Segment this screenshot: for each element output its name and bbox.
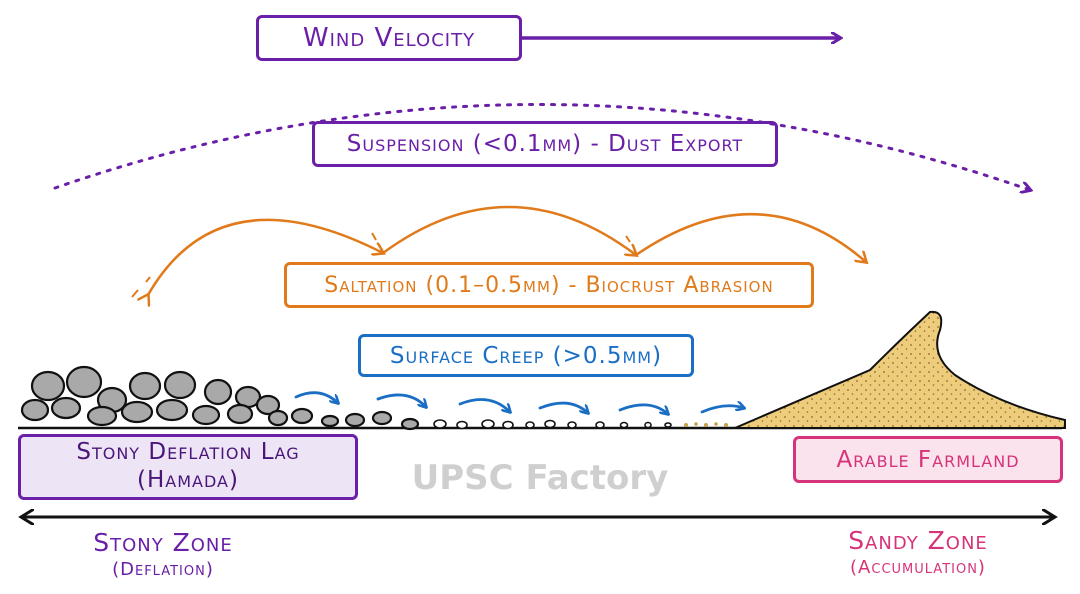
- sandy-zone-label: Sandy Zone (Accumulation): [808, 526, 1028, 578]
- suspension-arc: [53, 103, 1030, 190]
- stony-zone-label: Stony Zone (Deflation): [58, 528, 268, 580]
- wind-velocity-text: Wind Velocity: [302, 23, 476, 53]
- stony-zone-title: Stony Zone: [93, 528, 233, 557]
- rock-pile: [20, 365, 420, 431]
- saltation-hops: [148, 205, 866, 295]
- arable-farmland-label: Arable Farmland: [793, 436, 1063, 483]
- sandy-zone-subtitle: (Accumulation): [850, 557, 986, 578]
- stony-zone-subtitle: (Deflation): [112, 559, 214, 580]
- stony-lag-line1: Stony Deflation Lag: [76, 439, 300, 466]
- wind-velocity-label: Wind Velocity: [256, 15, 522, 61]
- sand-dune: [734, 310, 1066, 429]
- saltation-text: Saltation (0.1–0.5mm) - Biocrust Abrasio…: [324, 272, 774, 298]
- sandy-zone-title: Sandy Zone: [848, 526, 988, 555]
- suspension-label: Suspension (<0.1mm) - Dust Export: [312, 121, 778, 167]
- surface-creep-arrows: [294, 391, 744, 414]
- surface-creep-label: Surface Creep (>0.5mm): [358, 334, 694, 377]
- small-pebbles: [433, 419, 672, 430]
- fine-sand-grains: [684, 422, 728, 427]
- saltation-label: Saltation (0.1–0.5mm) - Biocrust Abrasio…: [284, 262, 814, 308]
- surface-creep-text: Surface Creep (>0.5mm): [389, 342, 663, 369]
- arable-farmland-text: Arable Farmland: [836, 446, 1020, 473]
- suspension-text: Suspension (<0.1mm) - Dust Export: [346, 131, 744, 157]
- stony-deflation-lag-label: Stony Deflation Lag (Hamada): [18, 434, 358, 500]
- watermark: UPSC Factory: [411, 458, 669, 498]
- saltation-impact-marks: [131, 232, 631, 298]
- stony-lag-line2: (Hamada): [137, 467, 239, 493]
